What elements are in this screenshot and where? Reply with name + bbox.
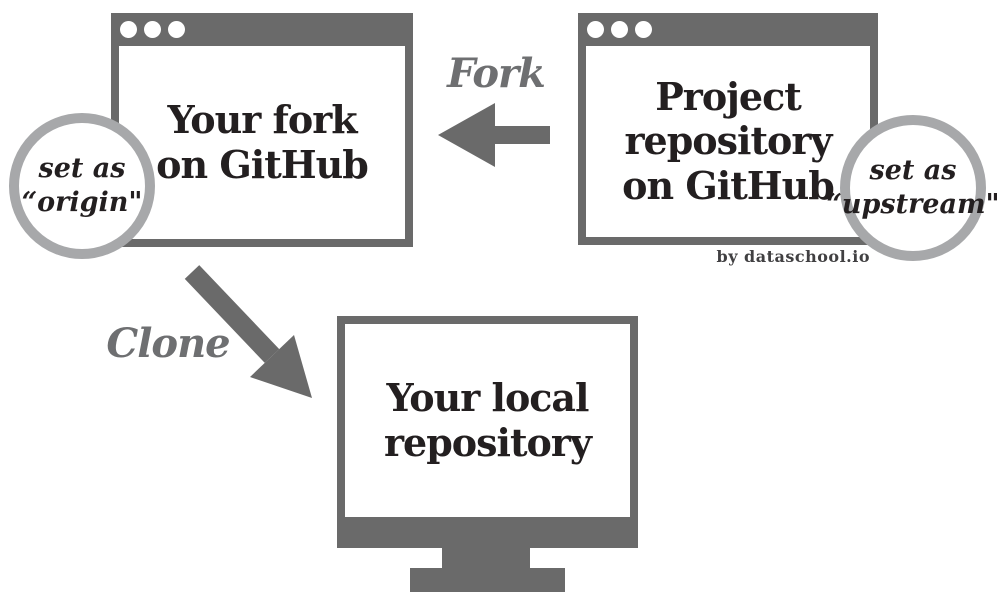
your-fork-title: Your fork on GitHub bbox=[156, 97, 369, 187]
origin-badge-label: set as “origin" bbox=[21, 153, 143, 218]
your-fork-window: Your fork on GitHub bbox=[111, 13, 413, 247]
window-dot-icon bbox=[168, 21, 185, 38]
window-dot-icon bbox=[144, 21, 161, 38]
window-dot-icon bbox=[635, 21, 652, 38]
fork-label: Fork bbox=[447, 50, 546, 97]
project-repo-title: Project repository on GitHub bbox=[622, 74, 835, 208]
window-titlebar bbox=[111, 13, 413, 46]
monitor-screen: Your local repository bbox=[345, 324, 630, 517]
window-dot-icon bbox=[611, 21, 628, 38]
origin-badge: set as “origin" bbox=[9, 113, 155, 259]
window-body: Your fork on GitHub bbox=[119, 46, 405, 239]
window-titlebar bbox=[578, 13, 878, 46]
window-body: Project repository on GitHub bbox=[586, 46, 870, 237]
window-dot-icon bbox=[120, 21, 137, 38]
local-repo-monitor: Your local repository bbox=[337, 316, 638, 548]
monitor-stand-base bbox=[410, 568, 565, 592]
upstream-badge-label: set as “upstream" bbox=[826, 155, 1000, 220]
monitor-stand-neck bbox=[442, 548, 530, 568]
project-repo-window: Project repository on GitHub bbox=[578, 13, 878, 245]
fork-arrow-icon bbox=[438, 103, 550, 167]
local-repo-title: Your local repository bbox=[384, 375, 592, 465]
upstream-badge: set as “upstream" bbox=[826, 115, 1000, 261]
attribution: by dataschool.io bbox=[716, 247, 870, 266]
clone-label: Clone bbox=[106, 320, 230, 367]
window-dot-icon bbox=[587, 21, 604, 38]
